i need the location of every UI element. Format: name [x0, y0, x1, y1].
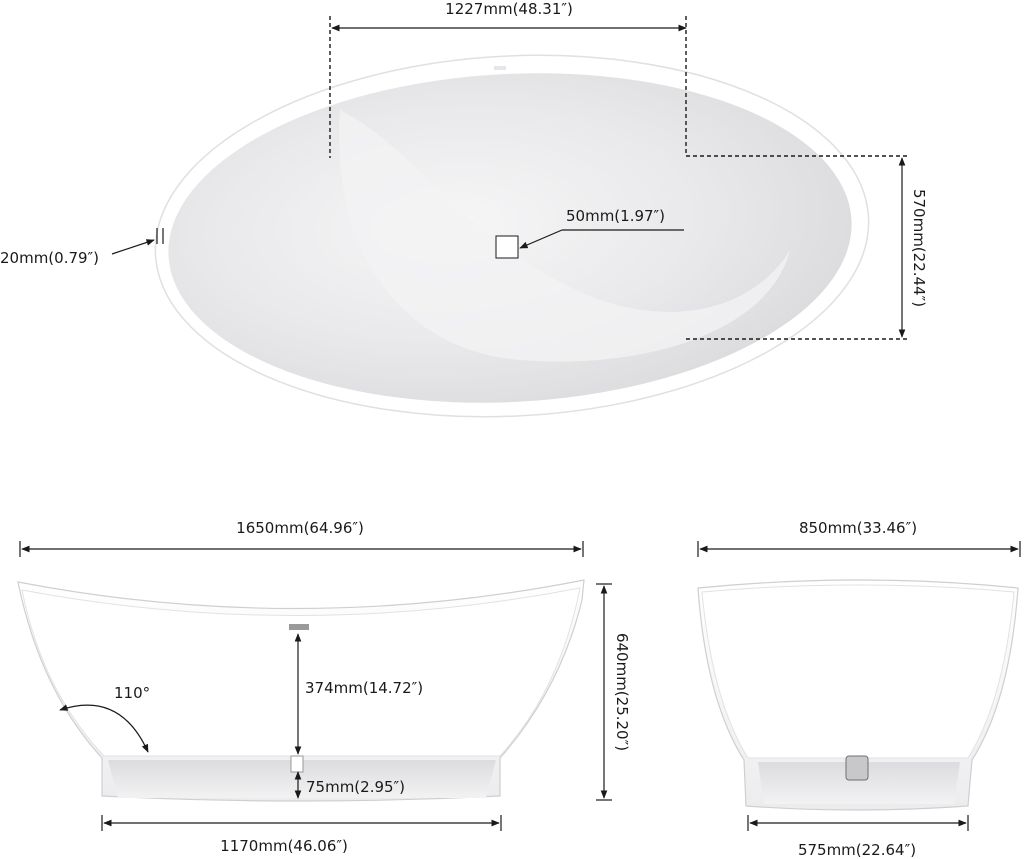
base-length-label: 1170mm(46.06″)	[220, 837, 348, 855]
base-height-label: 75mm(2.95″)	[306, 778, 405, 796]
base-width-label: 575mm(22.64″)	[798, 841, 916, 859]
backrest-angle-label: 110°	[114, 684, 150, 702]
side-base-recess	[108, 760, 496, 798]
end-base-recess	[758, 762, 960, 804]
overall-width-label: 850mm(33.46″)	[799, 519, 917, 537]
bowl-highlight	[339, 110, 790, 362]
backrest-angle-arc	[59, 704, 149, 753]
rim-label: 20mm(0.79″)	[0, 249, 99, 267]
end-tub-inner-face	[701, 584, 1015, 759]
side-overflow	[289, 624, 309, 630]
width-label: 570mm(22.44″)	[910, 189, 928, 307]
drain-leader	[519, 229, 563, 249]
overflow-slot	[494, 66, 506, 70]
side-view: 1650mm(64.96″) 374mm(14.72″) 75mm(2.95″)…	[17, 519, 631, 855]
side-drain-pipe	[290, 755, 304, 773]
rim-leader	[111, 239, 155, 255]
inner-length-label: 1227mm(48.31″)	[445, 0, 573, 18]
drain	[495, 235, 519, 259]
end-drain-fitting	[845, 755, 869, 781]
overall-length-label: 1650mm(64.96″)	[236, 519, 364, 537]
drain-label: 50mm(1.97″)	[566, 207, 665, 225]
inner-depth-label: 374mm(14.72″)	[305, 679, 423, 697]
top-view: 1227mm(48.31″) 570mm(22.44″) 50mm(1.97″)…	[0, 0, 928, 418]
end-view: 850mm(33.46″) 575mm(22.64″)	[697, 519, 1021, 859]
overall-height-label: 640mm(25.20″)	[613, 633, 631, 751]
